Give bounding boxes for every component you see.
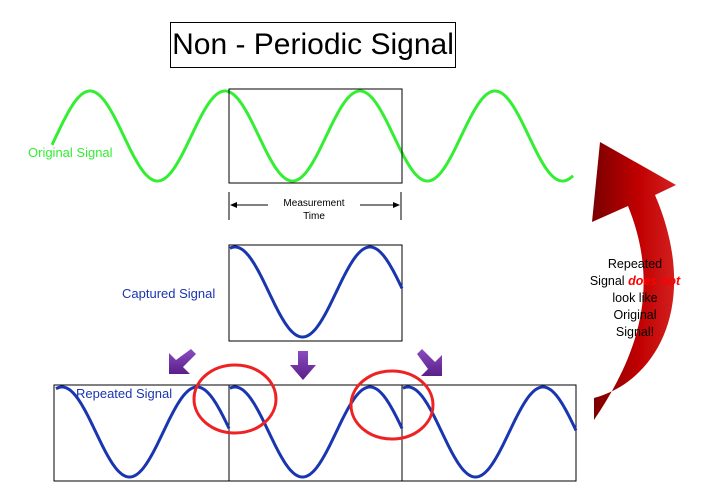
repeated-signal-wave-3 bbox=[402, 385, 578, 479]
measurement-window bbox=[228, 88, 403, 184]
repeated-signal-label: Repeated Signal bbox=[76, 386, 173, 401]
down-left-arrow-icon bbox=[169, 349, 196, 374]
captured-signal-label: Captured Signal bbox=[122, 286, 216, 301]
repeated-box-2 bbox=[228, 384, 403, 482]
discontinuity-circle-2 bbox=[349, 369, 435, 441]
down-arrows bbox=[169, 349, 442, 380]
note-line-5: Signal! bbox=[615, 325, 655, 339]
original-signal-wave bbox=[50, 89, 575, 183]
curved-return-arrow-icon bbox=[592, 142, 676, 420]
measurement-line-1: Measurement bbox=[283, 198, 345, 209]
captured-signal-box bbox=[228, 244, 403, 342]
discontinuity-circle-1 bbox=[192, 363, 278, 435]
note-line-2: Signal does not bbox=[580, 273, 690, 290]
note-line-1: Repeated bbox=[607, 257, 663, 271]
measurement-time-label: Measurement Time bbox=[268, 197, 360, 223]
down-right-arrow-icon bbox=[417, 349, 442, 376]
note-line-2-prefix: Signal bbox=[589, 274, 629, 288]
captured-signal-wave bbox=[229, 245, 404, 339]
down-arrow-icon bbox=[290, 351, 316, 380]
repeated-signal-wave-1 bbox=[55, 385, 231, 479]
repeated-signal-note: Repeated Signal does not look like Origi… bbox=[580, 256, 690, 341]
original-signal-label: Original Signal bbox=[28, 145, 113, 160]
page-title: Non - Periodic Signal bbox=[170, 22, 456, 68]
repeated-box-3 bbox=[401, 384, 577, 482]
note-emphasis: does not bbox=[628, 274, 681, 288]
note-line-3: look like bbox=[612, 291, 658, 305]
note-line-4: Original bbox=[613, 308, 657, 322]
measurement-line-2: Time bbox=[303, 211, 325, 222]
repeated-signal-wave-2 bbox=[229, 385, 404, 479]
